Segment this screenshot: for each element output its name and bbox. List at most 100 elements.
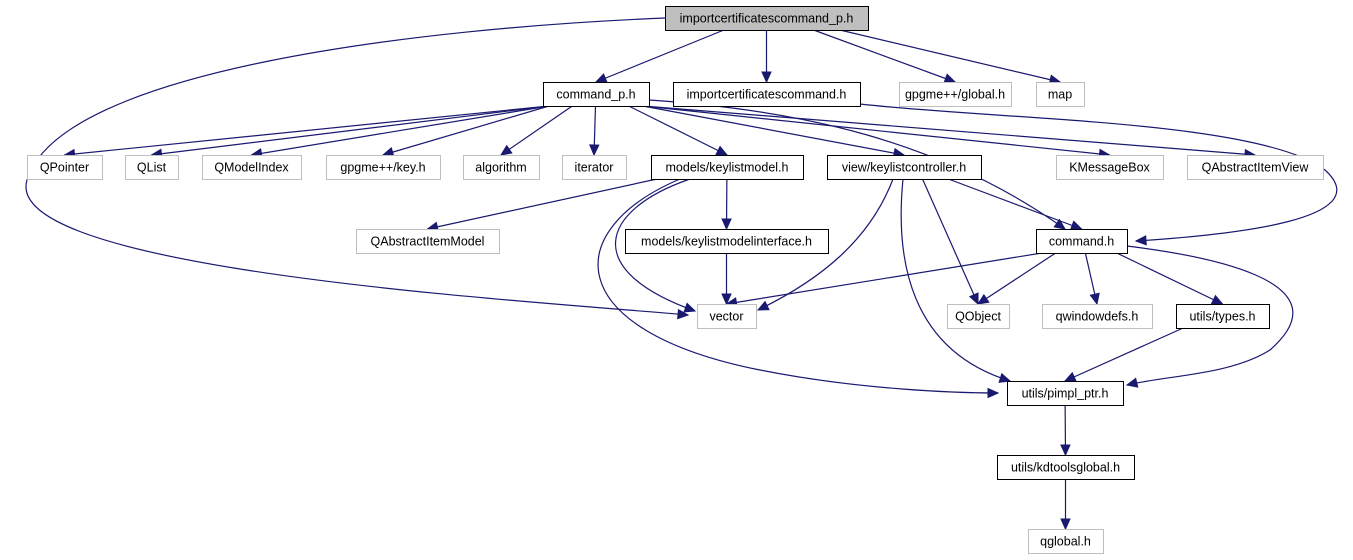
node-box [697, 304, 757, 329]
node-box[interactable] [543, 82, 650, 107]
node-label: view/keylistcontroller.h [842, 161, 966, 175]
node-box[interactable] [651, 155, 804, 180]
node-label: map [1048, 88, 1072, 102]
node-command[interactable]: command.h [1036, 229, 1128, 254]
arrowhead-icon [589, 144, 600, 157]
edge-line [64, 105, 550, 156]
node-pimpl_ptr[interactable]: utils/pimpl_ptr.h [1007, 381, 1124, 406]
node-root[interactable]: importcertificatescommand_p.h [665, 6, 869, 31]
edge-line [921, 178, 979, 305]
node-label: gpgme++/global.h [905, 88, 1005, 102]
node-qobject: QObject [947, 304, 1010, 329]
edge-root-to-map [839, 29, 1062, 85]
node-label: QAbstractItemView [1202, 161, 1310, 175]
node-box[interactable] [827, 155, 982, 180]
arrowhead-icon [594, 73, 608, 83]
edge-line [614, 178, 696, 312]
edge-types-to-pimpl_ptr [1063, 327, 1184, 382]
node-box [947, 304, 1010, 329]
edge-root-to-vector [25, 17, 690, 320]
node-qglobal: qglobal.h [1028, 529, 1104, 554]
node-label: algorithm [475, 161, 526, 175]
edge-line [151, 105, 550, 156]
edge-command_p-to-qabstractitemview [642, 105, 1257, 160]
node-box[interactable] [673, 82, 861, 107]
node-qmodelindex: QModelIndex [202, 155, 302, 180]
node-box[interactable] [625, 229, 829, 254]
node-gpgme_global: gpgme++/global.h [899, 82, 1012, 107]
edge-keylistmodel-to-keylistmodelinterface [721, 178, 732, 231]
node-box[interactable] [665, 6, 869, 31]
edge-command_p-to-keylistmodel [628, 105, 729, 156]
edge-command-to-qobject [976, 252, 1056, 305]
edge-command_p-to-qlist [150, 105, 550, 159]
node-label: command.h [1049, 235, 1114, 249]
edge-line [595, 29, 725, 83]
node-label: QObject [955, 310, 1001, 324]
node-label: vector [709, 310, 743, 324]
node-box[interactable] [1007, 381, 1124, 406]
edge-line [977, 252, 1056, 305]
node-box [463, 155, 540, 180]
node-kdtoolsglobal[interactable]: utils/kdtoolsglobal.h [997, 455, 1135, 480]
node-label: gpgme++/key.h [340, 161, 425, 175]
edge-keylistmodel-to-qabstractitemmodel [426, 178, 658, 232]
edge-command-to-pimpl_ptr [1125, 245, 1294, 388]
arrowhead-icon [761, 71, 772, 84]
node-qpointer: QPointer [27, 155, 103, 180]
arrowhead-icon [677, 308, 690, 320]
arrowhead-icon [1060, 444, 1071, 457]
node-box[interactable] [1036, 229, 1128, 254]
node-label: KMessageBox [1069, 161, 1150, 175]
node-label: utils/pimpl_ptr.h [1022, 387, 1109, 401]
node-kmessagebox: KMessageBox [1056, 155, 1164, 180]
node-command_p[interactable]: command_p.h [543, 82, 650, 107]
node-qwindowdefs: qwindowdefs.h [1042, 304, 1153, 329]
nodes-layer: importcertificatescommand_p.h command_p.h… [27, 6, 1324, 554]
node-gpgme_key: gpgme++/key.h [326, 155, 441, 180]
node-keylistmodelinterface[interactable]: models/keylistmodelinterface.h [625, 229, 829, 254]
node-box [1187, 155, 1324, 180]
arrowhead-icon [998, 372, 1012, 383]
edge-line [1126, 245, 1294, 386]
node-box [326, 155, 441, 180]
node-box [899, 82, 1012, 107]
arrowhead-icon [976, 293, 990, 305]
edge-line [628, 105, 728, 156]
node-box[interactable] [997, 455, 1135, 480]
node-keylistmodel[interactable]: models/keylistmodel.h [651, 155, 804, 180]
edge-command_p-to-algorithm [499, 105, 573, 156]
edge-line [251, 105, 550, 156]
node-types[interactable]: utils/types.h [1176, 304, 1270, 329]
node-label: models/keylistmodelinterface.h [641, 235, 812, 249]
arrowhead-icon [1069, 220, 1083, 231]
edge-line [948, 178, 1082, 230]
node-box[interactable] [1176, 304, 1270, 329]
edge-line [382, 105, 550, 156]
edge-keylistcontroller-to-vector [756, 178, 894, 311]
node-box [27, 155, 103, 180]
arrowhead-icon [683, 302, 697, 313]
node-keylistcontroller[interactable]: view/keylistcontroller.h [827, 155, 982, 180]
edge-command-to-vector [725, 252, 1043, 308]
edge-root-to-gpgme_global [813, 29, 957, 84]
node-map: map [1036, 82, 1085, 107]
node-box [202, 155, 302, 180]
node-box [1056, 155, 1164, 180]
node-box [562, 155, 627, 180]
node-label: iterator [575, 161, 614, 175]
arrowhead-icon [721, 218, 732, 231]
edge-line [642, 105, 1256, 156]
edge-command-to-types [1116, 252, 1224, 305]
node-label: QAbstractItemModel [371, 235, 485, 249]
node-label: QPointer [40, 161, 89, 175]
node-box [1028, 529, 1104, 554]
node-importcmd[interactable]: importcertificatescommand.h [673, 82, 861, 107]
edge-line [597, 178, 999, 394]
node-label: utils/types.h [1189, 310, 1255, 324]
edge-line [642, 105, 1110, 156]
edge-line [500, 105, 573, 156]
edge-keylistmodelinterface-to-vector [721, 253, 732, 306]
edge-keylistcontroller-to-pimpl_ptr [900, 178, 1012, 383]
arrowhead-icon [1210, 294, 1224, 305]
